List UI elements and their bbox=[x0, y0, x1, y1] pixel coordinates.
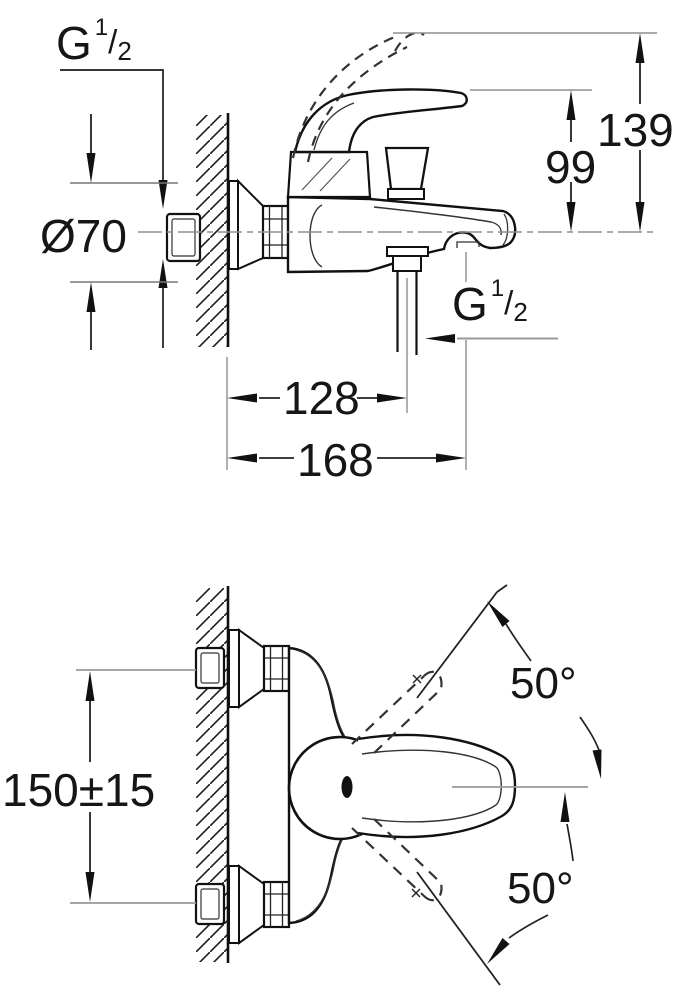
diverter-knob bbox=[384, 146, 430, 191]
wall-connection-nut-upper bbox=[194, 646, 226, 690]
angle-50-up-label: 50° bbox=[510, 659, 577, 708]
dim-128-label: 128 bbox=[283, 372, 360, 424]
dim-168-label: 168 bbox=[297, 434, 374, 486]
wall-connection-nut bbox=[165, 212, 202, 263]
spout-outlet-detail bbox=[456, 241, 480, 248]
lower-dimensions bbox=[70, 601, 602, 964]
upper-wall-section bbox=[196, 113, 230, 347]
dim-139-label: 139 bbox=[597, 104, 674, 156]
g-half-top-leader bbox=[60, 69, 164, 181]
lever-open-position-dashed bbox=[291, 31, 425, 163]
diameter-70-label: Ø70 bbox=[40, 210, 127, 262]
wall-connection-nut-lower bbox=[194, 882, 226, 926]
mixer-swing-view bbox=[287, 584, 588, 986]
lever-handle bbox=[293, 88, 468, 154]
lever-pin bbox=[341, 776, 353, 798]
lever-swing-dashed bbox=[351, 670, 443, 902]
escutcheon-plate bbox=[228, 180, 239, 270]
dim-99-label: 99 bbox=[545, 141, 597, 193]
lever-cap bbox=[287, 735, 363, 841]
dim-150-label: 150±15 bbox=[2, 764, 156, 816]
thread-label-base: G bbox=[56, 17, 92, 69]
handle-base bbox=[286, 150, 372, 199]
wall-hatch bbox=[196, 115, 228, 347]
mixer-side-view bbox=[286, 31, 517, 355]
upper-wall-union bbox=[165, 178, 291, 271]
lower-wall-unions bbox=[194, 628, 291, 945]
angle-50-down-label: 50° bbox=[507, 864, 574, 913]
hose-outlet-flange bbox=[386, 246, 429, 257]
escutcheon-cone bbox=[237, 178, 264, 271]
angle-reference-lines bbox=[416, 584, 508, 986]
lever-arm bbox=[357, 733, 517, 839]
upper-dimensions bbox=[60, 32, 657, 470]
